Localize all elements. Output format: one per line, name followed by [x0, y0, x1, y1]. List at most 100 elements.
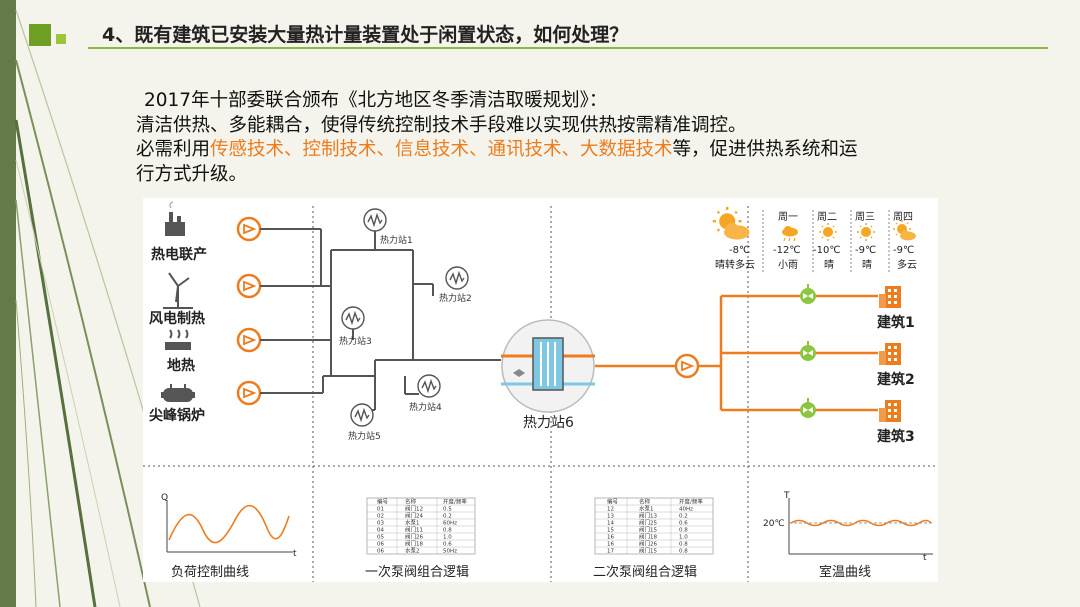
- table-cell: 16: [607, 535, 614, 541]
- table-cell: 阀门15: [639, 547, 657, 555]
- forecast-day-3: 周三: [855, 211, 875, 223]
- source-peak-boiler: 尖峰锅炉: [149, 384, 205, 424]
- table-cell: 0.5: [443, 507, 452, 513]
- table-cell: 02: [377, 514, 384, 520]
- station-label-3: 热力站3: [339, 335, 372, 347]
- table-cell: 0.2: [679, 514, 688, 520]
- room-temp-label: 室温曲线: [819, 564, 871, 580]
- table-cell: 阀门11: [405, 526, 423, 534]
- forecast-temp-3: -9℃: [855, 245, 876, 256]
- room-temperature-curve: T t 20℃ 室温曲线: [763, 491, 933, 580]
- weather-today-temp: -8℃: [729, 245, 750, 256]
- main-heat-station: 热力站6: [501, 319, 595, 431]
- forecast-day-4: 周四: [893, 211, 913, 223]
- building-valve-2: [799, 340, 817, 362]
- table-cell: 阀门18: [639, 533, 657, 541]
- table-cell: 14: [607, 521, 614, 527]
- sun-icon: [818, 222, 838, 242]
- station-label-2: 热力站2: [439, 292, 472, 304]
- table-cell: 阀门24: [405, 512, 423, 520]
- building-label-3: 建筑3: [877, 428, 915, 445]
- accent-square-small: [56, 34, 66, 44]
- table-cell: 阀门12: [405, 505, 423, 513]
- source-pump-1: [236, 216, 262, 242]
- accent-square-large: [29, 24, 51, 46]
- source-pump-2: [236, 273, 262, 299]
- building-valve-3: [799, 397, 817, 419]
- sun-cloud-icon: [893, 220, 916, 241]
- station-label-5: 热力站5: [348, 430, 381, 442]
- table-cell: 1.0: [443, 535, 452, 541]
- table-header-cell: 开度/频率: [443, 498, 467, 506]
- table-cell: 16: [607, 542, 614, 548]
- intro-line-3: 必需利用传感技术、控制技术、信息技术、通讯技术、大数据技术等，促进供热系统和运: [136, 138, 956, 163]
- source-label-3: 地热: [167, 357, 195, 374]
- source-label-4: 尖峰锅炉: [149, 407, 205, 424]
- table-header-cell: 名称: [639, 498, 651, 506]
- source-wind: 风电制热: [149, 272, 205, 327]
- source-geothermal: 地热: [165, 329, 195, 374]
- station-label-1: 热力站1: [380, 234, 413, 246]
- table-cell: 12: [607, 507, 614, 513]
- forecast-temp-2: -10℃: [813, 245, 841, 256]
- table-cell: 0.8: [679, 549, 688, 555]
- forecast-temp-4: -9℃: [893, 245, 914, 256]
- source-label-2: 风电制热: [149, 310, 205, 327]
- source-label-1: 热电联产: [151, 246, 207, 263]
- room-temp-line: [790, 519, 932, 527]
- table-cell: 水泵1: [405, 519, 420, 527]
- table-header-cell: 编号: [377, 498, 389, 506]
- slide-header: 4、既有建筑已安装大量热计量装置处于闲置状态，如何处理？: [0, 0, 1080, 60]
- intro-line-4: 行方式升级。: [136, 163, 248, 185]
- intro-line-2: 清洁供热、多能耦合，使得传统控制技术手段难以实现供热按需精准调控。: [136, 114, 747, 136]
- table-cell: 0.6: [679, 521, 688, 527]
- forecast-desc-3: 晴: [862, 258, 872, 271]
- table-cell: 阀门18: [405, 540, 423, 548]
- intro-line-3-suffix: 等，促进供热系统和运: [672, 139, 858, 160]
- station-icon-3: [341, 306, 365, 330]
- table-cell: 17: [607, 549, 614, 555]
- table-cell: 06: [377, 549, 384, 555]
- rain-icon: [781, 225, 799, 242]
- svg-text:T: T: [783, 491, 790, 501]
- forecast-day-2: 周二: [817, 211, 837, 223]
- station-icon-4: [417, 374, 441, 398]
- table-cell: 水泵1: [639, 505, 654, 513]
- table-cell: 15: [607, 528, 614, 534]
- table-cell: 阀门26: [405, 533, 423, 541]
- source-pump-4: [236, 380, 262, 406]
- table-cell: 阀门13: [639, 512, 657, 520]
- table-cell: 03: [377, 521, 384, 527]
- station-icon-1: [363, 208, 387, 232]
- table-cell: 05: [377, 535, 384, 541]
- table-cell: 40Hz: [679, 507, 693, 513]
- building-label-1: 建筑1: [877, 314, 915, 331]
- table-cell: 0.6: [443, 542, 452, 548]
- intro-technology-highlight: 传感技术、控制技术、信息技术、通讯技术、大数据技术: [210, 139, 673, 160]
- weather-today-desc: 晴转多云: [715, 258, 755, 271]
- table-cell: 60Hz: [443, 521, 457, 527]
- table-cell: 阀门26: [639, 540, 657, 548]
- table-cell: 06: [377, 542, 384, 548]
- load-curve-line: [168, 504, 290, 544]
- source-chp: 热电联产: [151, 201, 207, 263]
- secondary-logic-label: 二次泵阀组合逻辑: [593, 564, 697, 580]
- building-icon-2: [879, 343, 901, 365]
- building-icon-1: [879, 286, 901, 308]
- svg-text:Q: Q: [161, 493, 168, 503]
- station-label-4: 热力站4: [409, 401, 442, 413]
- weather-forecast: -8℃ 晴转多云 周一 -12℃ 小雨 周二 -10℃ 晴 周三 -9℃ 晴 周…: [713, 207, 917, 272]
- load-curve-label: 负荷控制曲线: [171, 565, 249, 580]
- load-control-curve: Q t 负荷控制曲线: [161, 493, 297, 580]
- header-divider: [88, 47, 1048, 49]
- table-cell: 13: [607, 514, 614, 520]
- intro-line-1: 2017年十部委联合颁布《北方地区冬季清洁取暖规划》：: [144, 90, 608, 111]
- primary-network-pipes: [260, 228, 501, 411]
- forecast-desc-1: 小雨: [778, 259, 798, 271]
- table-cell: 0.8: [443, 528, 452, 534]
- table-cell: 阀门25: [639, 519, 657, 527]
- forecast-desc-4: 多云: [897, 258, 917, 271]
- building-label-2: 建筑2: [877, 371, 915, 388]
